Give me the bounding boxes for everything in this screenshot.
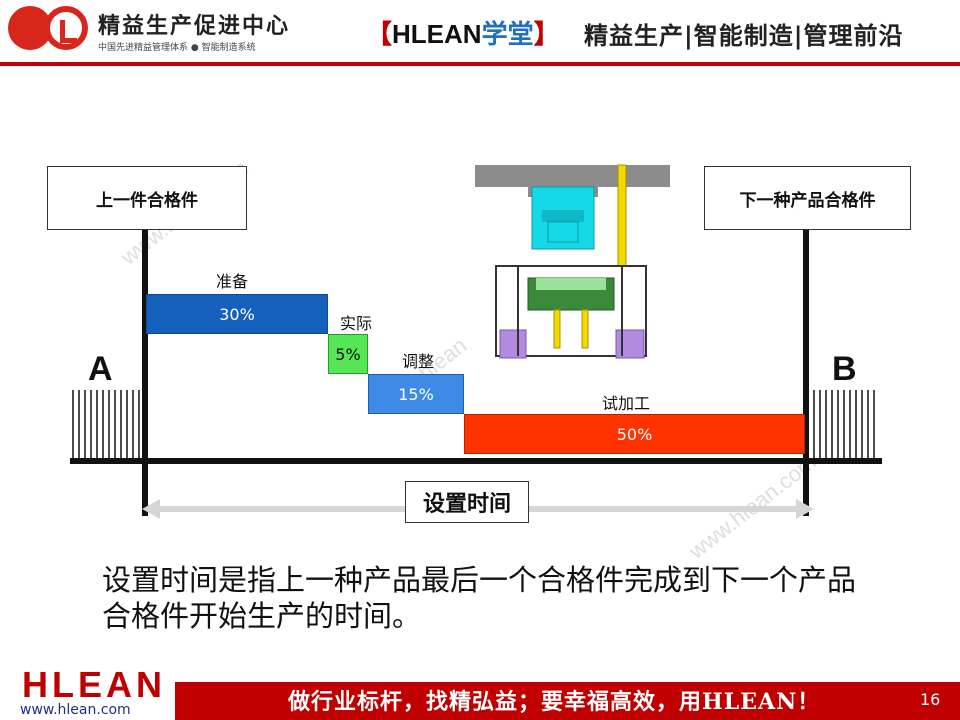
brand-main: HLEAN	[392, 19, 482, 49]
line-b	[803, 230, 809, 516]
company-logo-icon-2	[44, 6, 88, 50]
logo-subtitle: 中国先进精益管理体系 ● 智能制造系统	[98, 43, 256, 53]
footer-logo: HLEAN	[22, 664, 166, 705]
stage-label-prepare: 准备	[216, 272, 249, 291]
point-b-label: B	[832, 350, 857, 388]
setup-time-label: 设置时间	[405, 481, 529, 523]
ground-hatch-left	[72, 390, 140, 460]
brand-open: 【	[366, 19, 393, 49]
footer-bar	[175, 682, 960, 720]
stage-label-adjust: 调整	[402, 352, 435, 371]
caption-text: 设置时间是指上一种产品最后一个合格件完成到下一个产品合格件开始生产的时间。	[102, 563, 857, 633]
stage-bar-trial: 50%	[464, 414, 805, 454]
stage-bar-adjust: 15%	[368, 374, 464, 414]
header	[0, 0, 960, 66]
logo-text: 精益生产促进中心	[98, 14, 291, 39]
stage-bar-prepare: 30%	[146, 294, 328, 334]
stage-bar-actual: 5%	[328, 334, 368, 374]
die-machine-illustration	[475, 164, 670, 359]
line-a	[142, 230, 148, 516]
header-slogan: 精益生产|智能制造|管理前沿	[584, 22, 904, 50]
footer-url-link[interactable]: www.hlean.com	[20, 702, 131, 718]
ground-line	[70, 458, 882, 464]
previous-good-part-box: 上一件合格件	[47, 166, 247, 230]
brand-close: 】	[533, 19, 560, 49]
stage-label-trial: 试加工	[602, 394, 651, 413]
point-a-label: A	[88, 350, 113, 388]
brand-suffix: 学堂	[481, 19, 534, 49]
next-product-good-part-box: 下一种产品合格件	[704, 166, 911, 230]
page-number: 16	[920, 690, 941, 709]
header-divider	[0, 62, 960, 66]
footer-slogan: 做行业标杆，找精弘益；要幸福高效，用HLEAN！	[288, 689, 821, 715]
stage-label-actual: 实际	[340, 314, 373, 333]
brand-title: 【HLEAN学堂】	[366, 14, 560, 51]
ground-hatch-right	[813, 390, 875, 460]
